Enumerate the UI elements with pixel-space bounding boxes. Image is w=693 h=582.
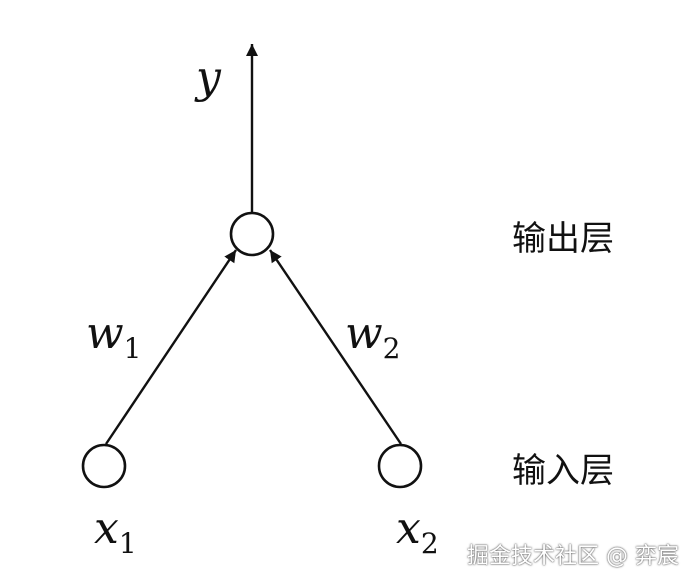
edge-w2 [269, 249, 402, 445]
watermark: 掘金技术社区 @ 弈宸 [467, 544, 679, 569]
output-label-y: y [194, 52, 222, 103]
input-layer-label: 输入层 [512, 451, 614, 491]
output-node [229, 211, 275, 257]
output-layer-label: 输出层 [512, 219, 614, 259]
weight-label-w1: w1 [86, 308, 142, 365]
edge-w1 [105, 249, 237, 445]
weight-label-w2: w2 [345, 308, 401, 365]
input-node-1 [81, 443, 127, 489]
input-node-2 [377, 443, 423, 489]
input-label-x1: x1 [94, 503, 137, 560]
input-label-x2: x2 [396, 503, 439, 560]
